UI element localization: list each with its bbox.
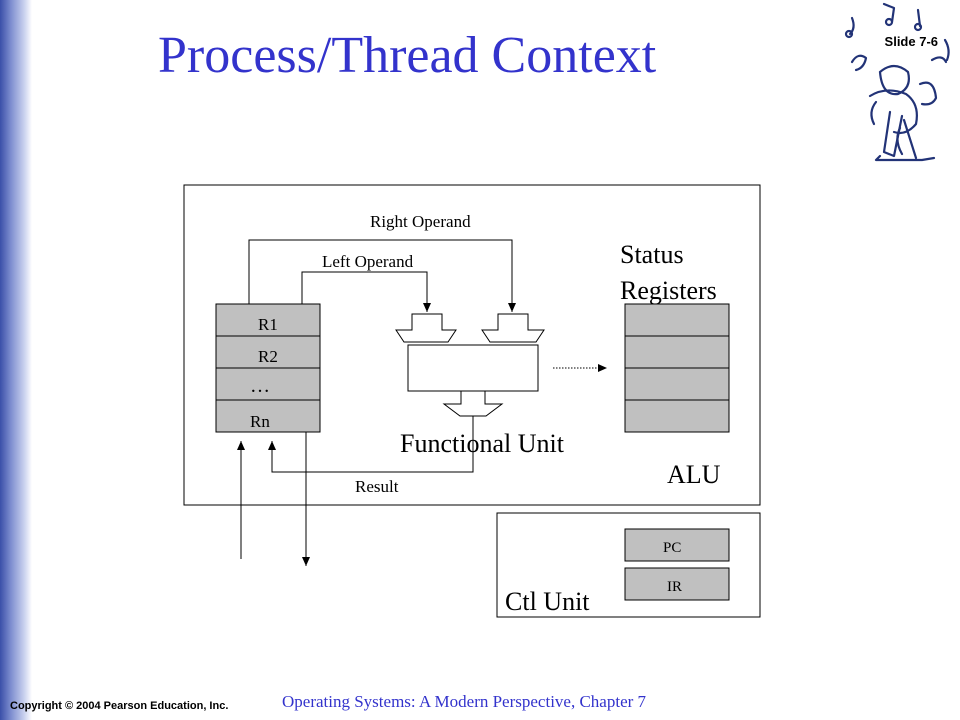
status-register-3 <box>624 367 730 401</box>
status-registers-label-line1: Status <box>620 240 684 269</box>
status-registers <box>624 303 730 433</box>
register-label-r1: R1 <box>258 315 278 334</box>
status-register-4 <box>624 399 730 433</box>
result-label: Result <box>355 477 399 496</box>
ctl-unit-box <box>496 512 761 618</box>
status-register-2 <box>624 335 730 369</box>
status-registers-label-line2: Registers <box>620 276 717 305</box>
register-label-ir: IR <box>667 579 682 595</box>
general-registers: R1 R2 … Rn <box>215 303 321 433</box>
register-rn <box>215 399 321 433</box>
alu-label: ALU <box>667 460 721 489</box>
result-wire <box>268 416 474 473</box>
register-label-ellipsis: … <box>250 375 270 397</box>
register-ir <box>624 567 730 601</box>
slide-number: Slide 7-6 <box>884 34 938 49</box>
left-operand-wire <box>301 271 431 312</box>
register-label-pc: PC <box>663 540 681 556</box>
register-label-rn: Rn <box>250 412 270 431</box>
sidebar-gradient <box>0 0 32 720</box>
register-ellipsis <box>215 367 321 401</box>
footer-book-title: Operating Systems: A Modern Perspective,… <box>282 692 647 711</box>
functional-unit-label: Functional Unit <box>400 429 565 458</box>
ctl-unit-label: Ctl Unit <box>505 587 590 616</box>
functional-unit <box>395 313 545 417</box>
status-register-1 <box>624 303 730 337</box>
copyright-notice: Copyright © 2004 Pearson Education, Inc. <box>10 700 229 712</box>
control-registers: PC IR <box>624 528 730 601</box>
register-pc <box>624 528 730 562</box>
left-operand-label: Left Operand <box>322 252 414 271</box>
register-r2 <box>215 335 321 369</box>
right-operand-label: Right Operand <box>370 212 471 231</box>
register-label-r2: R2 <box>258 347 278 366</box>
register-r1 <box>215 303 321 337</box>
slide-title: Process/Thread Context <box>158 27 657 84</box>
alu-box <box>183 184 761 506</box>
right-operand-wire <box>248 239 516 312</box>
